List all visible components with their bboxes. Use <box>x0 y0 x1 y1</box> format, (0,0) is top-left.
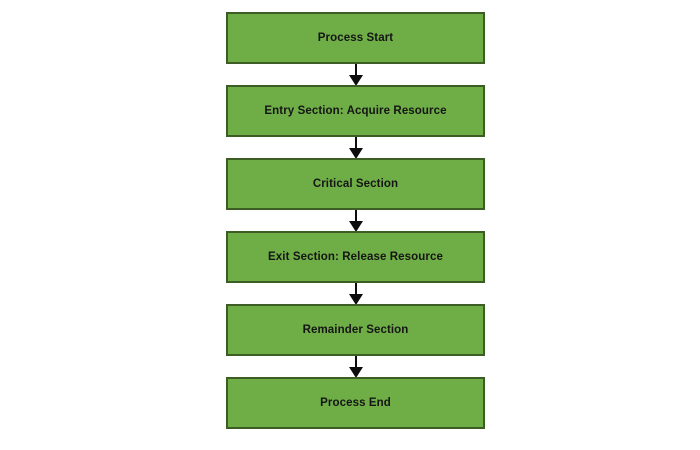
arrow-head-icon <box>348 221 363 232</box>
arrow-shaft-icon <box>354 356 357 369</box>
flow-node-label: Entry Section: Acquire Resource <box>264 104 447 117</box>
flow-node-exit-section[interactable]: Exit Section: Release Resource <box>226 231 485 283</box>
arrow-shaft-icon <box>354 210 357 223</box>
arrow-head-icon <box>348 148 363 159</box>
flow-node-critical-section[interactable]: Critical Section <box>226 158 485 210</box>
flow-node-label: Process Start <box>317 31 394 44</box>
arrow-shaft-icon <box>354 137 357 150</box>
flow-arrow-5 <box>226 356 485 378</box>
flow-arrow-1 <box>226 64 485 86</box>
flow-node-label: Process End <box>320 396 391 409</box>
flow-arrow-4 <box>226 283 485 305</box>
arrow-head-icon <box>348 367 363 378</box>
arrow-head-icon <box>348 75 363 86</box>
flow-arrow-3 <box>226 210 485 232</box>
flow-node-label: Critical Section <box>312 177 399 190</box>
flow-node-label: Remainder Section <box>302 323 409 336</box>
flowchart: Process Start Entry Section: Acquire Res… <box>226 12 485 429</box>
flow-node-process-start[interactable]: Process Start <box>226 12 485 64</box>
flow-node-process-end[interactable]: Process End <box>226 377 485 429</box>
flow-node-entry-section[interactable]: Entry Section: Acquire Resource <box>226 85 485 137</box>
flow-node-label: Exit Section: Release Resource <box>268 250 443 263</box>
flow-node-remainder-section[interactable]: Remainder Section <box>226 304 485 356</box>
arrow-shaft-icon <box>354 283 357 296</box>
arrow-shaft-icon <box>354 64 357 77</box>
arrow-head-icon <box>348 294 363 305</box>
flow-arrow-2 <box>226 137 485 159</box>
